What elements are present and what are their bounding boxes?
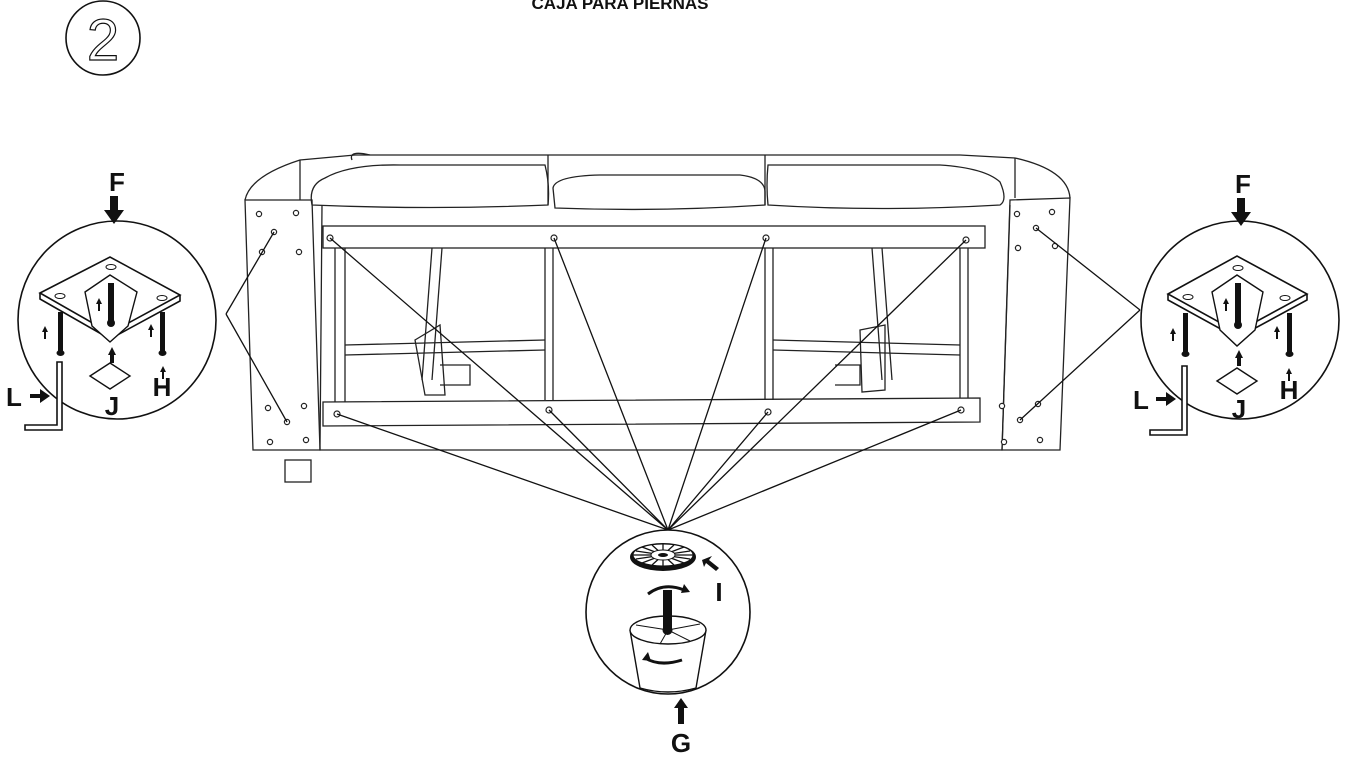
sofa-underside — [244, 152, 1071, 483]
step-number: 2 — [87, 8, 119, 73]
label-right-top: F — [1235, 169, 1251, 199]
label-left-bottom: J — [105, 391, 119, 421]
label-center-washer: I — [715, 577, 722, 607]
step-indicator: 2 — [65, 0, 141, 76]
label-right-side: L — [1133, 385, 1149, 415]
diagram-title: CAJA PARA PIERNAS — [532, 0, 709, 13]
left-detail — [17, 196, 217, 431]
label-left-right: H — [153, 372, 172, 402]
washer-icon — [630, 543, 696, 571]
right-detail — [1140, 198, 1340, 436]
label-right-bottom: J — [1232, 394, 1246, 424]
center-detail — [585, 529, 751, 724]
sofa-holes — [255, 208, 1059, 446]
leader-lines-center — [329, 237, 967, 531]
label-center-bottom: G — [671, 728, 691, 758]
leader-lines-sides — [225, 227, 1141, 423]
label-left-side: L — [6, 382, 22, 412]
label-left-top: F — [109, 167, 125, 197]
label-right-right: H — [1280, 375, 1299, 405]
